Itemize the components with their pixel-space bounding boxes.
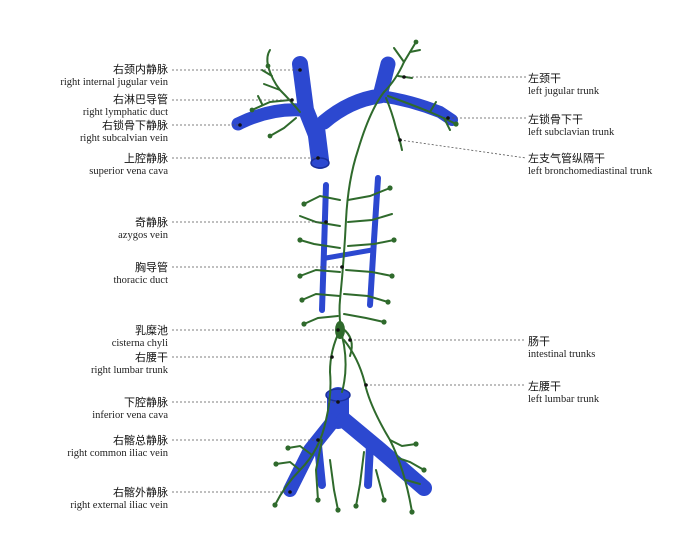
label-zh: 右颈内静脉	[113, 63, 168, 76]
label-left-subclavian-trunk: 左锁骨下干 left subclavian trunk	[528, 113, 614, 139]
leader-lines	[172, 69, 527, 493]
right-lymph-branch-2	[261, 69, 273, 77]
pelvic-branch-6	[397, 457, 425, 471]
pelvic-branch-8	[355, 451, 365, 507]
azygos-vein-shape	[319, 182, 329, 313]
label-en: left lumbar trunk	[528, 394, 600, 405]
lymph-side-branch-l6	[303, 315, 339, 325]
right-subclavian-vein-shape	[231, 103, 309, 131]
lymph-side-branch-r4	[345, 269, 393, 277]
label-en: right lumbar trunk	[91, 365, 168, 376]
label-superior-vena-cava: 上腔静脉 superior vena cava	[89, 152, 168, 178]
label-left-bronchomediastinal-trunk: 左支气管纵隔干 left bronchomediastinal trunk	[528, 152, 652, 178]
thoracic-duct-shape	[338, 91, 385, 393]
label-en: superior vena cava	[89, 166, 168, 177]
pelvic-branch-9	[375, 469, 385, 501]
label-thoracic-duct: 胸导管 thoracic duct	[113, 261, 168, 287]
label-zh: 下腔静脉	[124, 396, 168, 409]
label-left-jugular-trunk: 左颈干 left jugular trunk	[528, 72, 599, 98]
right-lymph-branch-3	[251, 99, 291, 111]
lymph-side-branch-r5	[343, 293, 389, 303]
label-left-lumbar-trunk: 左腰干 left lumbar trunk	[528, 380, 599, 406]
label-zh: 右髂外静脉	[113, 486, 168, 499]
left-subclavian-branch-2	[443, 117, 451, 131]
label-azygos-vein: 奇静脉 azygos vein	[118, 216, 168, 242]
lymph-side-branch-l2	[299, 215, 341, 227]
superior-vena-cava-opening	[310, 157, 330, 169]
lymph-nodes	[249, 39, 459, 515]
left-bronchomediastinal-trunk-shape	[385, 97, 403, 151]
label-en: left bronchomediastinal trunk	[528, 166, 653, 177]
label-en: left jugular trunk	[528, 86, 600, 97]
label-zh: 左腰干	[528, 380, 561, 393]
label-en: right internal jugular vein	[60, 77, 168, 88]
leader-dots	[238, 68, 450, 494]
label-en: thoracic duct	[113, 275, 168, 286]
left-subclavian-vein-shape	[374, 90, 458, 126]
label-en: azygos vein	[118, 230, 168, 241]
label-en: right external iliac vein	[70, 500, 168, 511]
pelvic-branch-3	[314, 439, 323, 501]
left-lumbar-trunk-shape	[343, 339, 413, 513]
superior-vena-cava-shape	[307, 119, 329, 169]
label-en: right lymphatic duct	[82, 107, 168, 118]
lymph-side-branch-l4	[299, 268, 341, 277]
hemiazygos-vein-shape	[367, 175, 381, 308]
label-zh: 肠干	[528, 335, 550, 348]
right-lumbar-trunk-shape	[274, 329, 341, 506]
lymph-side-branch-l5	[301, 292, 341, 301]
left-internal-iliac-vein-shape	[364, 441, 374, 489]
lymphatics	[251, 41, 457, 513]
label-zh: 右锁骨下静脉	[102, 119, 168, 132]
label-right-common-iliac-vein: 右髂总静脉 right common iliac vein	[67, 434, 168, 460]
right-lymph-branch-1	[263, 83, 281, 91]
label-en: inferior vena cava	[92, 410, 168, 421]
label-zh: 上腔静脉	[124, 152, 168, 165]
pelvic-branch-7	[405, 479, 421, 485]
left-jugular-branch-2	[409, 49, 421, 53]
label-en: intestinal trunks	[528, 349, 596, 360]
label-right-external-iliac-vein: 右髂外静脉 right external iliac vein	[70, 486, 168, 512]
label-en: right common iliac vein	[67, 448, 168, 459]
label-zh: 乳糜池	[135, 324, 168, 337]
label-zh: 右髂总静脉	[113, 434, 168, 447]
label-zh: 奇静脉	[135, 216, 168, 229]
label-zh: 右淋巴导管	[113, 93, 168, 106]
label-right-internal-jugular-vein: 右颈内静脉 right internal jugular vein	[60, 63, 168, 89]
label-cisterna-chyli: 乳糜池 cisterna chyli	[112, 324, 168, 350]
label-right-lumbar-trunk: 右腰干 right lumbar trunk	[91, 351, 168, 377]
connecting-vein-shape	[323, 247, 375, 261]
left-subclavian-branch-1	[429, 101, 437, 113]
label-intestinal-trunks: 肠干 intestinal trunks	[528, 335, 595, 361]
left-jugular-branch-1	[393, 47, 405, 63]
pelvic-branch-4	[329, 459, 339, 511]
pelvic-branch-2	[287, 444, 313, 456]
lymph-side-branch-r6	[343, 313, 385, 323]
label-zh: 右腰干	[135, 351, 168, 364]
label-right-lymphatic-duct: 右淋巴导管 right lymphatic duct	[83, 93, 168, 119]
pelvic-branch-5	[389, 439, 417, 448]
lymph-side-branch-l3	[299, 239, 341, 249]
label-en: cisterna chyli	[111, 338, 168, 349]
label-zh: 左颈干	[528, 72, 561, 85]
lymph-side-branch-r3	[347, 239, 395, 247]
left-common-iliac-vein-shape	[336, 412, 432, 496]
label-en: right subcalvian vein	[79, 133, 168, 144]
label-right-subclavian-vein: 右锁骨下静脉 right subcalvian vein	[80, 119, 168, 145]
label-zh: 左支气管纵隔干	[528, 152, 605, 165]
label-zh: 左锁骨下干	[528, 113, 583, 126]
label-inferior-vena-cava: 下腔静脉 inferior vena cava	[92, 396, 168, 422]
lymph-side-branch-r2	[347, 213, 393, 223]
veins	[231, 56, 458, 497]
pelvic-branch-1	[275, 460, 301, 471]
lymph-side-branch-r1	[347, 187, 391, 201]
lymph-side-branch-l1	[303, 194, 341, 205]
label-en: left subclavian trunk	[528, 127, 615, 138]
right-lymph-branch-5	[269, 117, 297, 137]
label-zh: 胸导管	[135, 261, 168, 274]
right-common-iliac-vein-shape	[283, 413, 341, 497]
